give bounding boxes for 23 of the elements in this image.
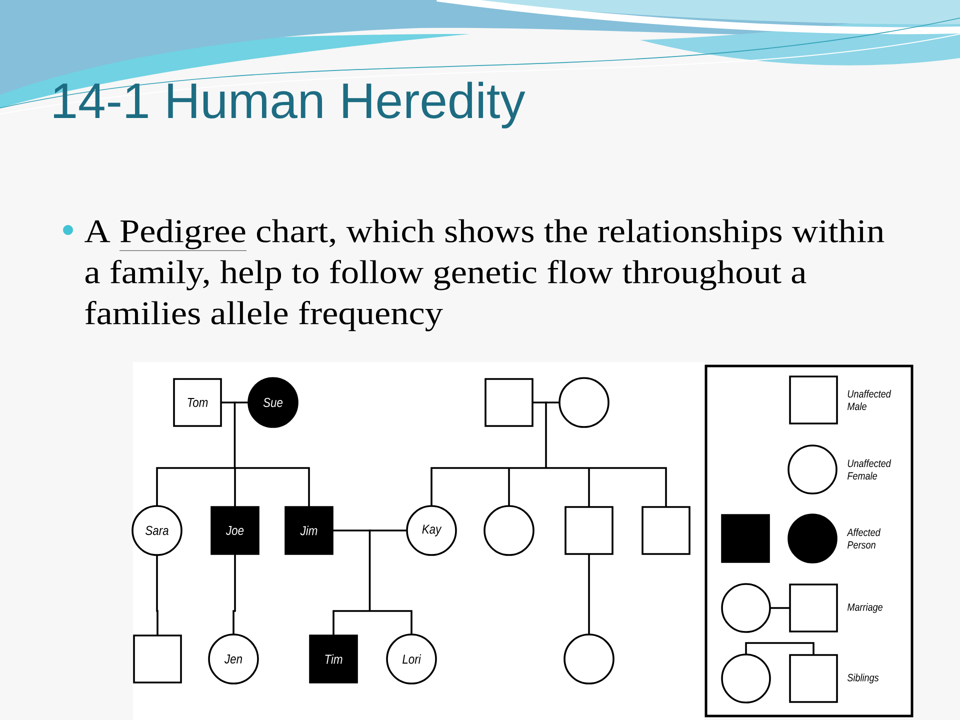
circle-symbol <box>558 377 610 428</box>
descent-line <box>232 554 236 634</box>
descent-line <box>156 402 310 507</box>
marriage-line <box>532 402 560 404</box>
marriage-line <box>221 402 248 404</box>
square-symbol <box>564 506 614 555</box>
circle-symbol <box>484 505 534 556</box>
legend-label: Unaffected Female <box>848 459 892 480</box>
circle-symbol <box>564 634 614 684</box>
descent-line <box>332 530 412 636</box>
descent-line <box>430 402 667 507</box>
legend-label: Affected Person <box>846 528 881 549</box>
descent-line <box>588 554 590 634</box>
descent-line <box>156 555 158 636</box>
square-symbol <box>133 634 182 684</box>
legend-label: Unaffected Male <box>848 390 892 410</box>
legend-label: Siblings <box>847 674 879 684</box>
legend-label: Marriage <box>848 603 882 613</box>
slide-title: 14-1 Human Heredity <box>54 82 526 128</box>
square-symbol <box>484 378 534 427</box>
marriage-line <box>332 530 407 532</box>
bullet-text: A Pedigree chart, which shows the relationships within a family, help to follow genetic flow throughout a families allele frequency <box>84 219 884 332</box>
square-symbol <box>642 506 690 555</box>
